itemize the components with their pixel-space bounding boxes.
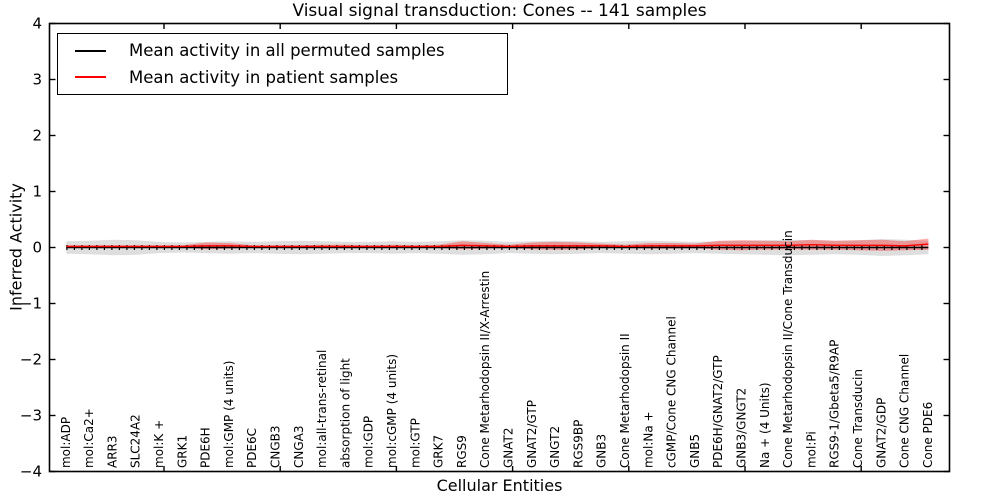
category-label: SLC24A2 — [129, 414, 143, 468]
category-label: Cone Metarhodopsin II/X-Arrestin — [478, 271, 492, 468]
chart-title: Visual signal transduction: Cones -- 141… — [292, 1, 707, 21]
category-label: cGMP/Cone CNG Channel — [665, 316, 679, 468]
permuted-line-swatch — [75, 49, 106, 52]
category-label: GNB5 — [688, 434, 702, 468]
patient-mean-line — [66, 243, 929, 248]
x-axis-label: Cellular Entities — [436, 476, 563, 495]
category-label: Na + (4 Units) — [758, 382, 772, 468]
category-label: mol:cGMP (4 units) — [385, 354, 399, 468]
legend-item-patient: Mean activity in patient samples — [58, 68, 507, 87]
category-label: mol:all-trans-retinal — [315, 350, 329, 468]
category-label: mol:GMP (4 units) — [222, 361, 236, 468]
category-label: Cone Transducin — [851, 369, 865, 468]
category-label: GNAT2/GTP — [525, 400, 539, 468]
legend-label-permuted: Mean activity in all permuted samples — [129, 41, 445, 61]
category-label: RGS9BP — [571, 420, 585, 468]
y-tick-label: 1 — [32, 183, 42, 201]
category-label: GNB3/GNGT2 — [735, 388, 749, 468]
category-label: GNAT2 — [502, 427, 516, 468]
category-label: RGS9 — [455, 435, 469, 468]
category-label: PDE6C — [245, 428, 259, 468]
category-label: mol:Na + — [641, 411, 655, 468]
y-tick-label: −2 — [20, 351, 42, 369]
category-label: PDE6H — [199, 427, 213, 468]
y-tick-label: −1 — [20, 295, 42, 313]
category-label: ARR3 — [105, 435, 119, 468]
category-label: mol:ADP — [59, 417, 73, 468]
y-axis-label: Inferred Activity — [6, 183, 26, 311]
category-label: GNB3 — [595, 434, 609, 468]
category-label: GRK1 — [175, 435, 189, 468]
category-label: absorption of light — [338, 358, 352, 468]
category-label: mol:GTP — [408, 418, 422, 468]
legend-label-patient: Mean activity in patient samples — [129, 67, 399, 87]
category-label: mol:GDP — [362, 416, 376, 468]
y-tick-label: 3 — [32, 71, 42, 89]
y-tick-label: 0 — [32, 239, 42, 257]
category-label: GNAT2/GDP — [874, 398, 888, 468]
category-label: GRK7 — [432, 435, 446, 468]
category-label: mol:K + — [152, 420, 166, 468]
category-label: mol:Pi — [804, 431, 818, 468]
legend: Mean activity in all permuted samples Me… — [57, 33, 508, 95]
category-label: PDE6H/GNAT2/GTP — [711, 355, 725, 468]
category-label: CNGB3 — [269, 425, 283, 468]
category-label: mol:Ca2+ — [82, 408, 96, 468]
y-tick-label: 2 — [32, 127, 42, 145]
category-label: Cone CNG Channel — [898, 354, 912, 468]
category-label: Cone Metarhodopsin II/Cone Transducin — [781, 230, 795, 468]
legend-item-permuted: Mean activity in all permuted samples — [58, 41, 507, 60]
y-tick-label: −4 — [20, 463, 42, 481]
category-label: Cone Metarhodopsin II — [618, 333, 632, 468]
y-tick-label: 4 — [32, 15, 42, 33]
category-label: CNGA3 — [292, 426, 306, 469]
y-tick-label: −3 — [20, 407, 42, 425]
category-label: Cone PDE6 — [921, 402, 935, 468]
category-label: RGS9-1/Gbeta5/R9AP — [828, 340, 842, 468]
patient-line-swatch — [75, 76, 106, 79]
category-label: GNGT2 — [548, 426, 562, 468]
